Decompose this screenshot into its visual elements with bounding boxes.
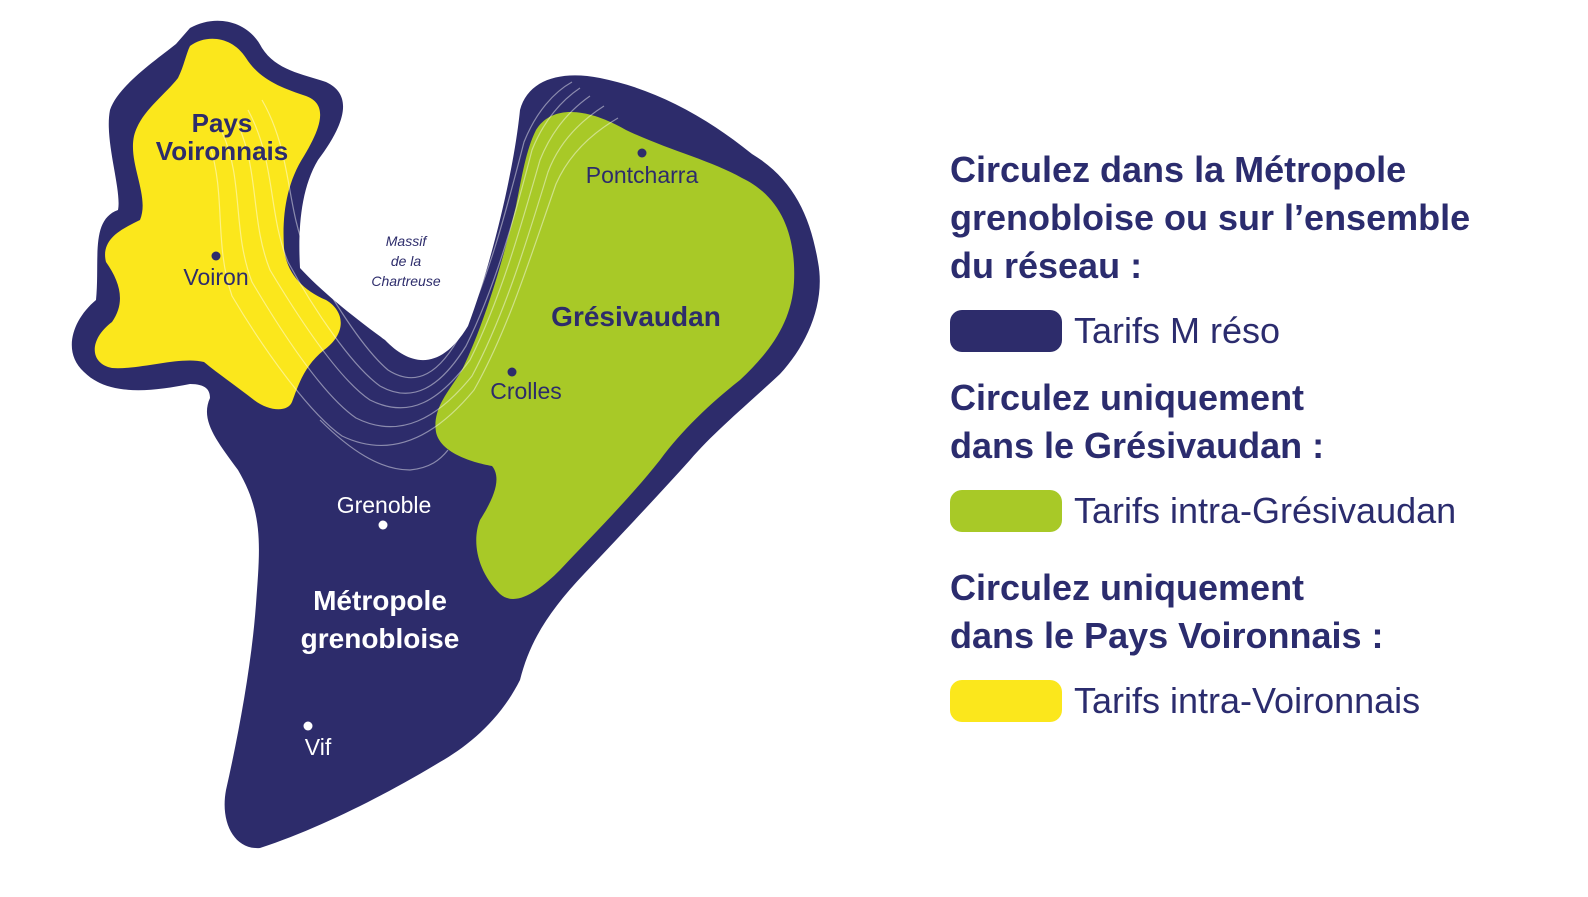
city-voiron: Voiron [183,251,249,290]
city-label-pontcharra: Pontcharra [586,162,699,188]
city-label-grenoble: Grenoble [337,492,432,518]
region-label-gresivaudan: Grésivaudan [551,301,721,332]
city-grenoble: Grenoble [337,492,432,530]
legend-label-gresivaudan: Tarifs intra-Grésivaudan [1074,490,1457,531]
city-pontcharra: Pontcharra [586,148,699,188]
region-voironnais [94,38,341,410]
legend-label-reseau: Tarifs M réso [1074,310,1281,351]
legend-heading-gresivaudan: Circulez uniquement dans le Grésivaudan … [950,377,1325,466]
legend-item-gresivaudan: Tarifs intra-Grésivaudan [950,490,1456,532]
legend-swatch-reseau [950,310,1062,352]
legend-label-voironnais: Tarifs intra-Voironnais [1074,680,1421,721]
legend-swatch-gresivaudan [950,490,1062,532]
region-gresivaudan [435,111,795,599]
legend-item-voironnais: Tarifs intra-Voironnais [950,680,1420,722]
legend-swatch-voironnais [950,680,1062,722]
legend-heading-reseau: Circulez dans la Métropole grenobloise o… [950,149,1471,286]
legend-heading-voironnais: Circulez uniquement dans le Pays Voironn… [950,567,1384,656]
relief-contours [209,81,619,471]
city-label-vif: Vif [305,734,332,760]
city-label-crolles: Crolles [490,378,562,404]
city-crolles: Crolles [490,367,562,404]
legend: Circulez dans la Métropole grenobloise o… [950,0,1570,897]
city-vif: Vif [303,721,332,760]
legend-item-reseau: Tarifs M réso [950,310,1280,352]
city-label-voiron: Voiron [183,264,248,290]
